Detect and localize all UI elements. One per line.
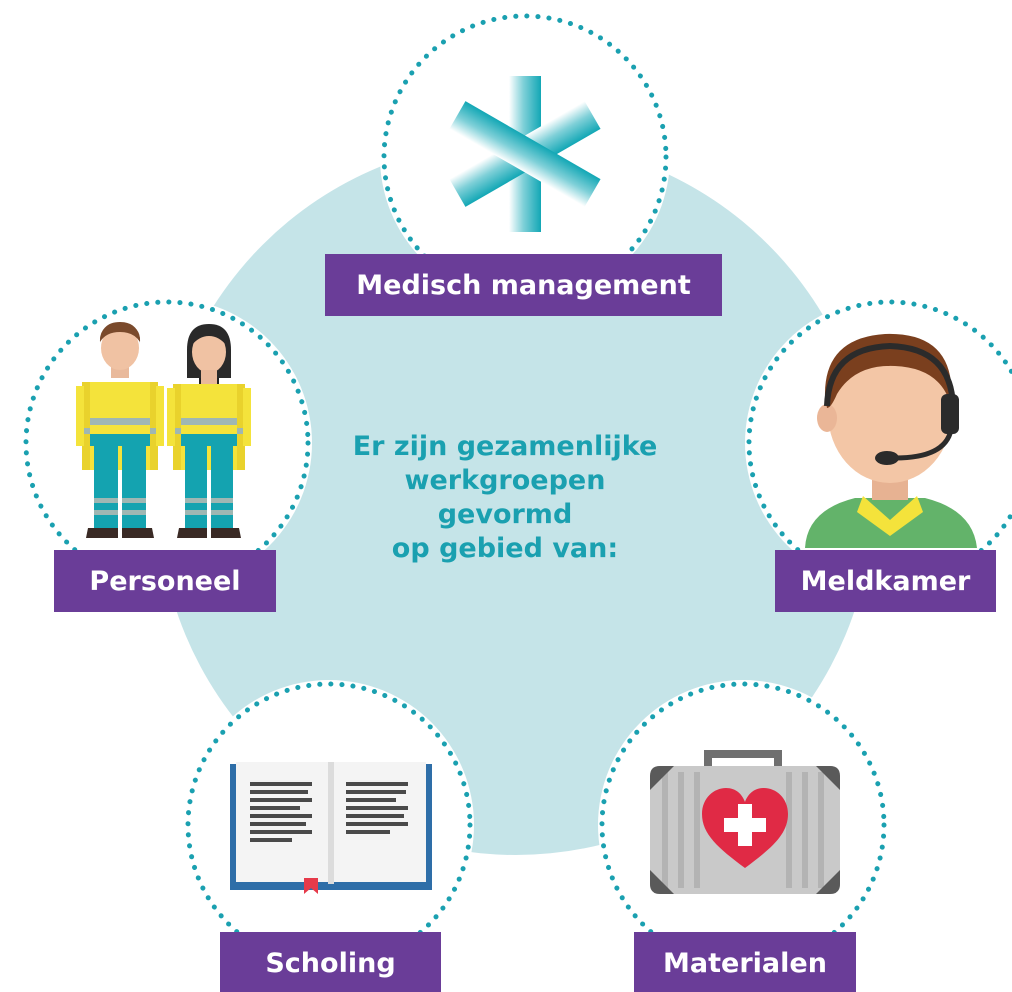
label-scholing: Scholing xyxy=(220,932,441,992)
label-personeel: Personeel xyxy=(54,550,276,612)
label-materialen: Materialen xyxy=(634,932,856,992)
node-meldkamer xyxy=(745,298,1012,588)
node-materialen xyxy=(598,680,888,970)
open-book-icon xyxy=(230,762,432,894)
center-text-line-2: werkgroepen xyxy=(404,465,606,496)
center-text-line-4: op gebied van: xyxy=(391,533,619,564)
label-medisch-management: Medisch management xyxy=(325,254,722,316)
node-personeel xyxy=(22,298,312,588)
node-medisch-management xyxy=(380,12,670,302)
dispatcher-headset-icon xyxy=(805,333,977,548)
star-of-life-icon xyxy=(449,76,601,232)
center-text: Er zijn gezamenlijke werkgroepen gevormd… xyxy=(330,430,680,566)
center-text-line-1: Er zijn gezamenlijke xyxy=(352,431,658,462)
node-scholing xyxy=(184,680,474,970)
paramedics-icon xyxy=(76,322,251,538)
label-meldkamer: Meldkamer xyxy=(775,550,996,612)
center-text-line-3: gevormd xyxy=(437,499,573,530)
medical-case-icon xyxy=(650,750,840,894)
